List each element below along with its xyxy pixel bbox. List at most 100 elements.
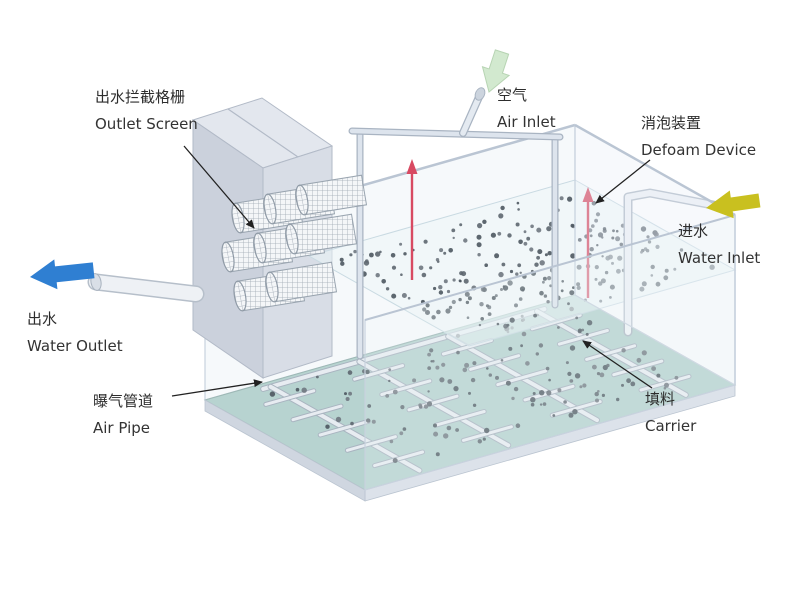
carrier-dot xyxy=(674,375,679,380)
carrier-dot xyxy=(506,323,510,327)
outlet-screen-label: 出水拦截格栅 Outlet Screen xyxy=(95,84,198,138)
carrier-dot xyxy=(488,373,492,377)
carrier-dot xyxy=(582,383,587,388)
carrier-dot xyxy=(472,361,477,366)
carrier-dot xyxy=(436,309,441,315)
carrier-dot xyxy=(557,326,560,329)
carrier-dot xyxy=(418,403,422,408)
carrier-dot xyxy=(570,223,575,228)
carrier-dot xyxy=(467,296,472,301)
carrier-dot xyxy=(490,232,496,238)
carrier-dot xyxy=(400,405,405,410)
carrier-dot xyxy=(577,328,583,333)
carrier-dot xyxy=(594,391,599,397)
carrier-dot xyxy=(650,264,655,270)
air-pipe-segment xyxy=(469,354,521,371)
carrier-dot xyxy=(611,236,615,240)
carrier-dot xyxy=(464,291,470,297)
carrier-dot xyxy=(519,271,522,274)
carrier-label: 填料 Carrier xyxy=(645,386,696,440)
carrier-dot xyxy=(495,375,499,380)
carrier-dot xyxy=(399,431,404,436)
air-inlet-pipe-mouth xyxy=(474,87,486,101)
air-pipe-label: 曝气管道 Air Pipe xyxy=(93,388,153,442)
carrier-dot xyxy=(423,239,428,244)
carrier-dot xyxy=(511,396,515,401)
air-pipe-segment xyxy=(380,379,432,396)
carrier-dot xyxy=(468,391,471,395)
carrier-dot xyxy=(518,239,523,245)
carrier-dot xyxy=(422,307,427,312)
carrier-dot xyxy=(316,375,319,379)
carrier-dot xyxy=(663,386,667,390)
air-pipe-label-en: Air Pipe xyxy=(93,419,150,437)
air-pipe-segment xyxy=(264,389,316,406)
carrier-dot xyxy=(446,289,451,294)
carrier-dot xyxy=(515,222,520,227)
carrier-dot xyxy=(536,255,540,260)
carrier-dot xyxy=(650,274,654,277)
carrier-dot xyxy=(616,397,620,402)
carrier-dot xyxy=(521,331,527,337)
carrier-dot xyxy=(581,328,585,332)
carrier-dot xyxy=(443,433,449,439)
carrier-dot xyxy=(485,304,490,308)
carrier-dot xyxy=(477,223,483,229)
defoam-device-label-zh: 消泡装置 xyxy=(641,114,702,132)
carrier-dot xyxy=(570,253,576,259)
carrier-dot xyxy=(572,409,578,415)
carrier-dot xyxy=(427,366,432,370)
carrier-dot xyxy=(477,253,481,257)
carrier-dot xyxy=(567,196,573,202)
carrier-dot xyxy=(486,367,489,370)
carrier-dot xyxy=(497,231,502,236)
carrier-dot xyxy=(663,275,669,281)
carrier-dot xyxy=(630,381,636,387)
carrier-dot xyxy=(539,390,545,396)
carrier-dot xyxy=(432,359,435,363)
carrier-dot xyxy=(482,287,487,293)
carrier-dot xyxy=(606,363,610,368)
carrier-dot xyxy=(576,282,581,287)
carrier-dot xyxy=(494,294,498,298)
carrier-dot xyxy=(339,257,344,262)
carrier-dot xyxy=(523,230,527,234)
carrier-dot xyxy=(621,348,626,353)
carrier-dot xyxy=(403,252,407,256)
air-pipe-segment xyxy=(434,410,486,427)
carrier-dot xyxy=(480,317,485,321)
water-outlet-assembly xyxy=(30,259,205,303)
carrier-dot xyxy=(567,371,572,376)
carrier-dot xyxy=(591,200,597,206)
defoam-devices xyxy=(406,159,594,298)
carrier-dot xyxy=(463,278,469,284)
carrier-dot xyxy=(435,258,440,262)
carrier-dot xyxy=(453,386,459,392)
carrier-dot xyxy=(498,271,504,278)
carrier-dot xyxy=(421,272,427,278)
carrier-dot xyxy=(507,233,512,238)
carrier-dot xyxy=(567,302,570,306)
carrier-dot xyxy=(451,299,456,305)
carrier-dot xyxy=(569,290,575,296)
carrier-dot xyxy=(546,300,550,304)
carrier-dot xyxy=(597,232,604,238)
carrier-dot xyxy=(301,387,307,393)
carrier-dot xyxy=(392,458,398,463)
carrier-dot xyxy=(516,201,520,205)
air-pipe-segment xyxy=(557,329,609,346)
carrier-dot xyxy=(426,401,433,407)
carrier-dot xyxy=(446,425,452,431)
carrier-label-zh: 填料 xyxy=(645,390,676,408)
carrier-dot xyxy=(445,308,451,314)
carrier-dot xyxy=(542,280,545,284)
leader-outlet-screen xyxy=(183,145,255,229)
carrier-dot xyxy=(609,296,612,299)
carrier-dot xyxy=(604,270,609,275)
carrier-dot xyxy=(459,223,463,227)
water-outlet-pipe-highlight xyxy=(89,275,203,301)
carrier-dot xyxy=(572,286,575,289)
carrier-dot xyxy=(484,263,489,268)
air-inlet-label-zh: 空气 xyxy=(497,86,528,104)
carrier-dot xyxy=(640,250,643,254)
